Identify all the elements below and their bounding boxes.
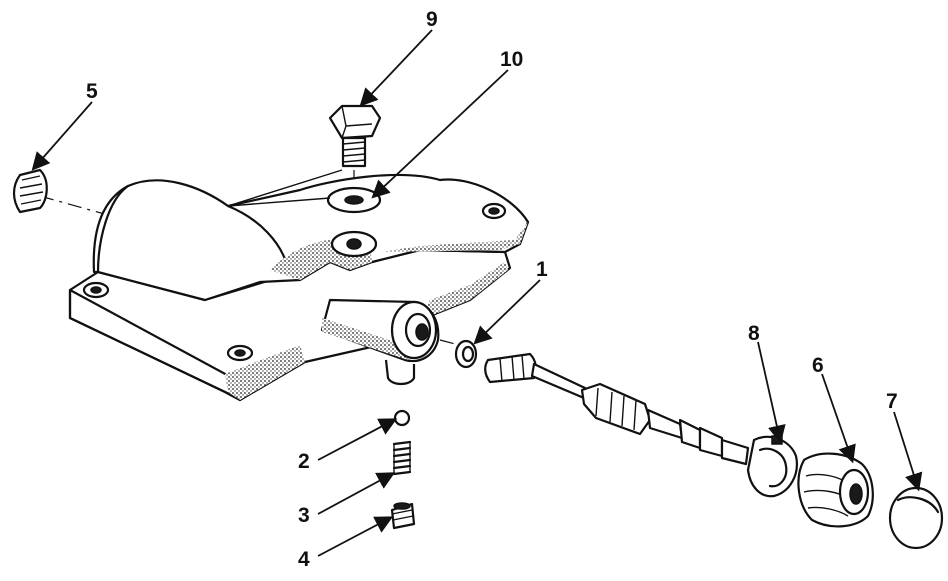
callout-4: 4 [298, 548, 310, 571]
callout-1: 1 [536, 258, 548, 281]
valve-housing [68, 173, 530, 402]
part-6-boot [797, 452, 874, 528]
part-2-ball [393, 409, 411, 427]
callout-labels: 9 10 5 1 8 6 7 2 3 4 [86, 8, 898, 571]
leader-lines [31, 29, 923, 557]
valve-spool [484, 352, 750, 466]
callout-5: 5 [86, 80, 98, 103]
callout-6: 6 [812, 354, 824, 377]
callout-3: 3 [298, 504, 310, 527]
callout-10: 10 [500, 48, 523, 71]
callout-8: 8 [748, 322, 760, 345]
part-7-cap [888, 486, 944, 550]
callout-2: 2 [298, 450, 310, 473]
part-8-clip [746, 435, 798, 498]
callout-7: 7 [886, 390, 898, 413]
part-3-spring [392, 440, 412, 476]
callout-9: 9 [426, 8, 438, 31]
part-5-plug [12, 168, 48, 214]
part-9-bolt [328, 104, 382, 168]
part-4-plug [390, 502, 416, 530]
part-1-seal [454, 339, 478, 369]
part-10-washer [326, 186, 382, 214]
